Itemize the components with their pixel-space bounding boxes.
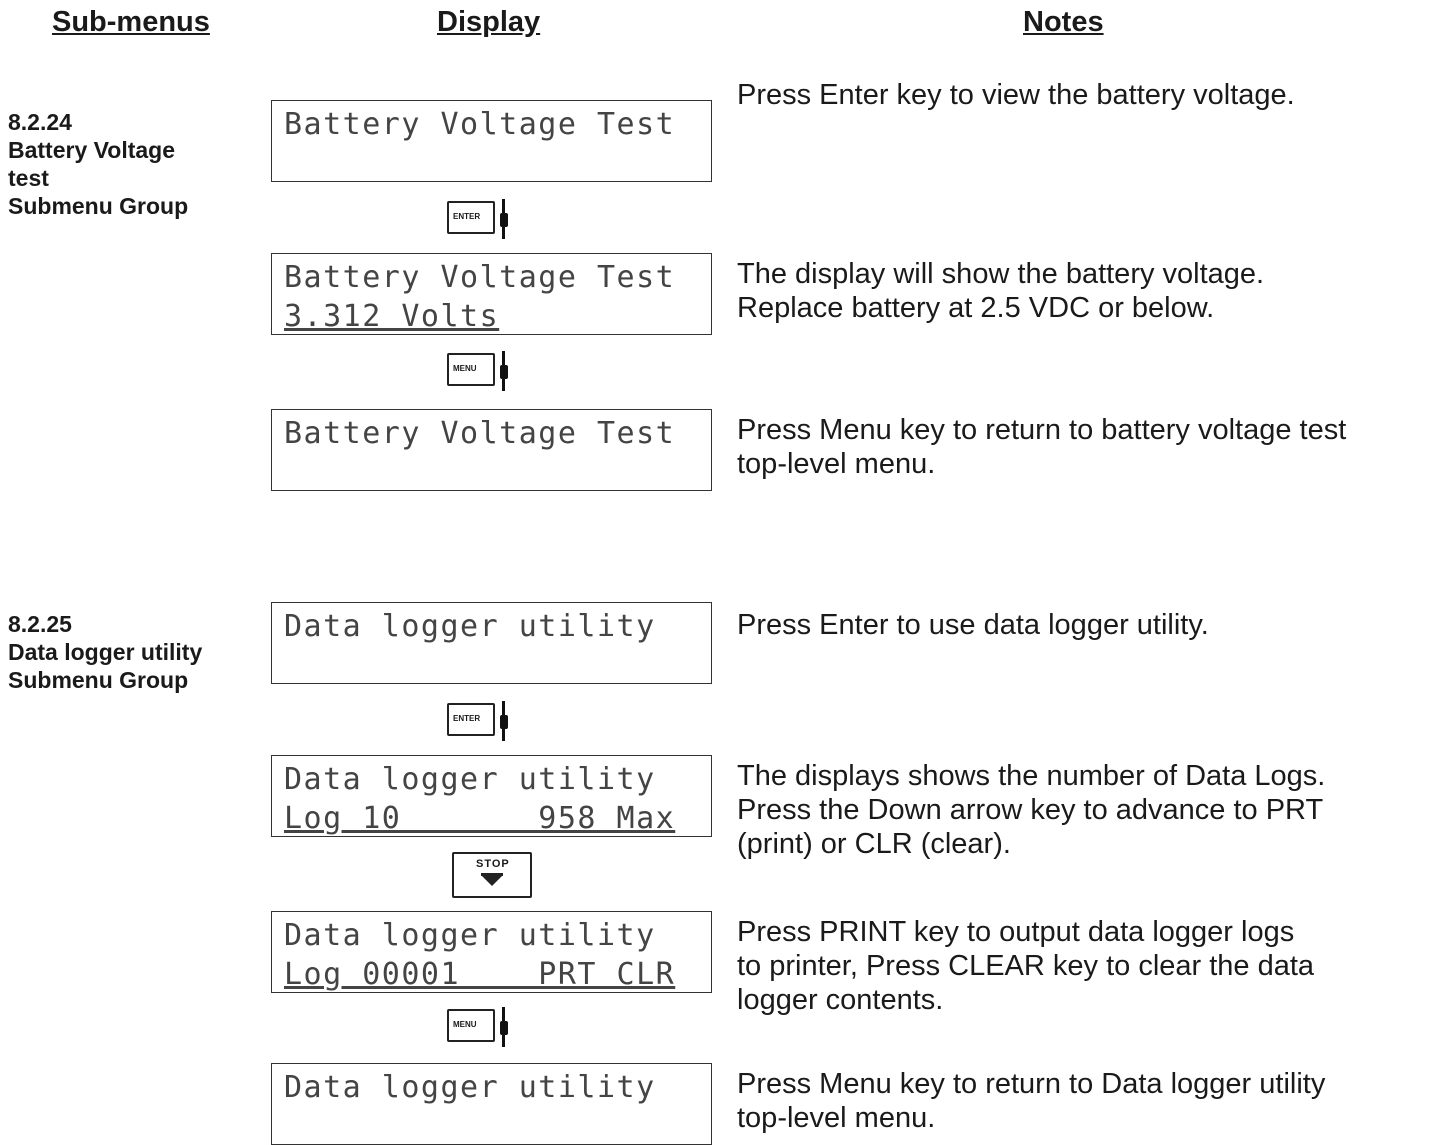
note: Press Menu key to return to Data logger …	[737, 1067, 1417, 1135]
arrow-bar	[481, 873, 503, 876]
lcd-display: Data logger utility	[271, 602, 712, 684]
lcd-line-1: Battery Voltage Test	[284, 416, 676, 451]
header-notes: Notes	[1023, 6, 1104, 38]
group-label-battery: 8.2.24 Battery Voltage test Submenu Grou…	[8, 108, 188, 220]
note-line: top-level menu.	[737, 1102, 936, 1134]
key-caption: ENTER	[453, 714, 481, 723]
lcd-line-1: Data logger utility	[284, 762, 656, 797]
lcd-line-1: Data logger utility	[284, 918, 656, 953]
note: Press Enter to use data logger utility.	[737, 609, 1209, 641]
key-caption: STOP	[476, 858, 510, 870]
lcd-display: Data logger utility Log 10 958 Max	[271, 755, 712, 837]
key-caption: ENTER	[453, 212, 481, 221]
down-arrow-icon	[482, 876, 502, 886]
note-line: Press Menu key to return to Data logger …	[737, 1068, 1326, 1100]
note: The display will show the battery voltag…	[737, 257, 1417, 325]
lcd-display: Data logger utility Log 00001 PRT CLR	[271, 911, 712, 993]
finger-press-head	[500, 1021, 508, 1035]
key-caption: MENU	[453, 1020, 477, 1029]
lcd-display: Battery Voltage Test	[271, 100, 712, 182]
menu-key-icon: MENU	[447, 351, 508, 391]
group-number: 8.2.24	[8, 109, 72, 135]
note-line: Press the Down arrow key to advance to P…	[737, 794, 1324, 826]
header-display: Display	[437, 6, 541, 38]
note-line: Press Menu key to return to battery volt…	[737, 414, 1347, 446]
header-submenus: Sub-menus	[52, 6, 210, 38]
note-line: Press PRINT key to output data logger lo…	[737, 916, 1295, 948]
note-line: (print) or CLR (clear).	[737, 828, 1011, 860]
lcd-line-2: 3.312 Volts	[284, 299, 500, 334]
enter-key-icon: ENTER	[447, 199, 508, 239]
lcd-line-1: Battery Voltage Test	[284, 107, 676, 142]
group-number: 8.2.25	[8, 611, 72, 637]
stop-down-arrow-key-icon: STOP	[452, 852, 532, 898]
note-line: to printer, Press CLEAR key to clear the…	[737, 950, 1315, 982]
note: Press PRINT key to output data logger lo…	[737, 915, 1417, 1017]
finger-press-head	[500, 213, 508, 227]
group-title-line: Battery Voltage	[8, 137, 176, 163]
group-label-datalogger: 8.2.25 Data logger utility Submenu Group	[8, 610, 202, 694]
note-line: The displays shows the number of Data Lo…	[737, 760, 1326, 792]
note: Press Enter key to view the battery volt…	[737, 79, 1295, 111]
note: Press Menu key to return to battery volt…	[737, 413, 1417, 481]
group-title-line: Submenu Group	[8, 193, 189, 219]
enter-key-icon: ENTER	[447, 701, 508, 741]
finger-press-head	[500, 365, 508, 379]
lcd-line-1: Data logger utility	[284, 609, 656, 644]
lcd-display: Data logger utility	[271, 1063, 712, 1145]
note-line: top-level menu.	[737, 448, 936, 480]
note-line: logger contents.	[737, 984, 944, 1016]
menu-key-icon: MENU	[447, 1007, 508, 1047]
lcd-line-2: Log 10 958 Max	[284, 801, 676, 836]
group-title-line: Data logger utility	[8, 639, 203, 665]
key-caption: MENU	[453, 364, 477, 373]
lcd-line-1: Data logger utility	[284, 1070, 656, 1105]
lcd-display: Battery Voltage Test 3.312 Volts	[271, 253, 712, 335]
note-line: Replace battery at 2.5 VDC or below.	[737, 292, 1215, 324]
lcd-line-1: Battery Voltage Test	[284, 260, 676, 295]
note-line: The display will show the battery voltag…	[737, 258, 1265, 290]
note: The displays shows the number of Data Lo…	[737, 759, 1417, 861]
lcd-line-2: Log 00001 PRT CLR	[284, 957, 676, 992]
finger-press-head	[500, 715, 508, 729]
group-title-line: Submenu Group	[8, 667, 189, 693]
lcd-display: Battery Voltage Test	[271, 409, 712, 491]
group-title-line: test	[8, 165, 49, 191]
